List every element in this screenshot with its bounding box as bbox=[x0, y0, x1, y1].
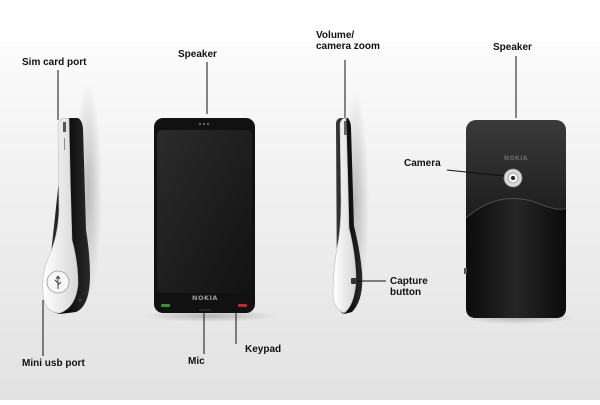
camera-lens-icon bbox=[503, 168, 523, 188]
usb-symbol-icon bbox=[54, 275, 62, 289]
label-capture-line2: button bbox=[390, 287, 422, 298]
volume-rocker bbox=[344, 121, 347, 135]
label-back-speaker: Speaker bbox=[493, 42, 532, 53]
side-view-left bbox=[42, 80, 102, 314]
label-mic: Mic bbox=[188, 356, 205, 367]
front-view: NOKIA bbox=[142, 118, 278, 322]
label-camera: Camera bbox=[404, 158, 441, 169]
label-keypad: Keypad bbox=[245, 344, 282, 355]
leader-camera bbox=[446, 169, 505, 177]
label-mini-usb-port: Mini usb port bbox=[22, 358, 85, 369]
label-volume-line1: Volume/ bbox=[316, 30, 355, 41]
back-side-button bbox=[464, 268, 467, 274]
call-button-icon bbox=[161, 304, 170, 307]
label-capture-line1: Capture bbox=[390, 276, 428, 287]
side-view-right bbox=[332, 90, 369, 314]
back-logo: NOKIA bbox=[504, 155, 528, 162]
front-screen bbox=[157, 130, 252, 293]
label-front-speaker: Speaker bbox=[178, 49, 217, 60]
sim-card-slot bbox=[63, 122, 66, 132]
label-sim-card-port: Sim card port bbox=[22, 57, 87, 68]
front-speaker-dots bbox=[198, 122, 210, 126]
side-body-white bbox=[42, 117, 79, 314]
back-wave bbox=[466, 198, 566, 318]
top-band bbox=[0, 0, 600, 42]
label-volume-line2: camera zoom bbox=[316, 41, 380, 52]
end-call-button-icon bbox=[238, 304, 247, 307]
back-view: NOKIA bbox=[460, 120, 576, 324]
back-wave-highlight bbox=[465, 198, 567, 219]
side-button-dot bbox=[78, 298, 82, 302]
label-volume: Volume/ camera zoom bbox=[316, 30, 380, 52]
label-capture-button: Capture button bbox=[390, 276, 428, 298]
capture-button-icon bbox=[351, 278, 357, 284]
leader-lines bbox=[42, 56, 517, 356]
front-logo: NOKIA bbox=[192, 294, 218, 302]
